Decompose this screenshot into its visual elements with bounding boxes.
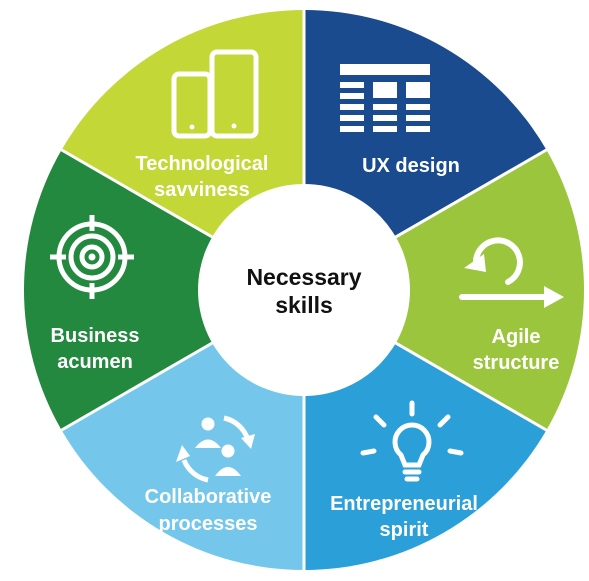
lightbulb-icon — [360, 400, 464, 482]
agile-loop-icon — [459, 237, 564, 308]
segment-agile-structure — [304, 150, 585, 430]
segment-label-collaborative-processes: Collaborative — [145, 486, 272, 508]
center-hub: Necessary skills — [198, 184, 410, 396]
segment-label-business-acumen-line2: acumen — [57, 351, 133, 373]
segment-label-entrepreneurial-spirit: Entrepreneurial — [330, 493, 478, 515]
center-label-line1: Necessary — [246, 264, 361, 290]
segment-label-collaborative-processes-line2: processes — [159, 513, 258, 535]
devices-icon — [171, 49, 259, 139]
segment-label-agile-structure: Agile — [492, 326, 541, 348]
segment-label-business-acumen: Business — [51, 325, 140, 347]
collaboration-cycle-icon — [176, 415, 255, 483]
segment-label-entrepreneurial-spirit-line2: spirit — [380, 519, 429, 541]
segment-label-technological-savviness: Technological — [136, 153, 269, 175]
center-label-line2: skills — [275, 292, 333, 318]
target-icon — [50, 215, 134, 299]
segment-label-technological-savviness-line2: savviness — [154, 179, 250, 201]
segment-label-ux-design: UX design — [362, 155, 460, 177]
layout-icon — [340, 64, 430, 132]
segment-labels: UX design Agile structure Entrepreneuria… — [51, 153, 560, 541]
center-circle — [198, 184, 410, 396]
segment-label-agile-structure-line2: structure — [473, 352, 560, 374]
